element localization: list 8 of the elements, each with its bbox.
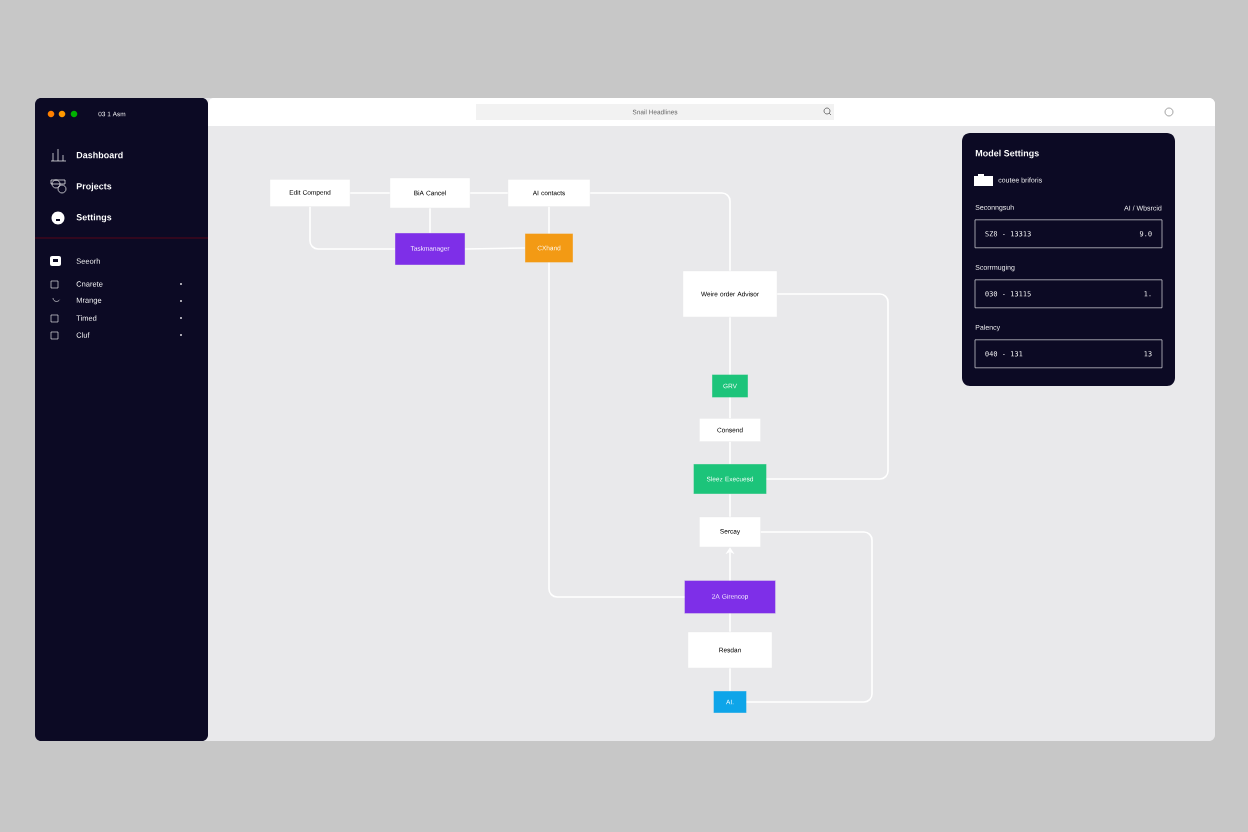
menu-item: Projects — [76, 182, 112, 192]
connector — [765, 293, 889, 480]
menu-item: Settings — [76, 213, 112, 223]
connector — [745, 531, 873, 703]
connector — [548, 261, 686, 598]
panel-title: Model Settings — [975, 149, 1039, 159]
menu-item: Dashboard — [76, 151, 123, 159]
connector — [309, 205, 396, 250]
